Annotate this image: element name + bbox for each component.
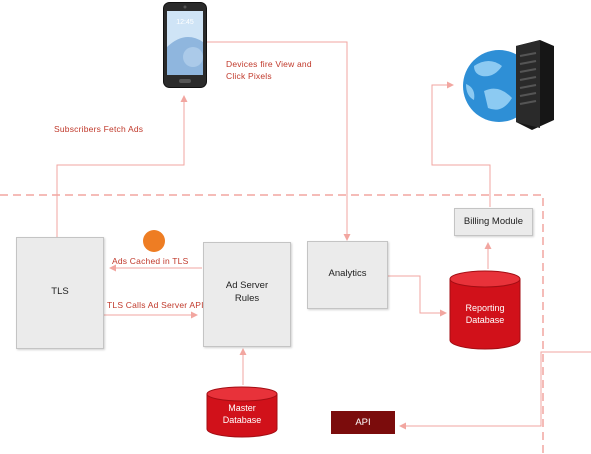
ads-cached-label: Ads Cached in TLS — [112, 256, 189, 266]
subscribers-label: Subscribers Fetch Ads — [54, 124, 144, 134]
api-node: API — [331, 411, 395, 434]
platform-boundary — [0, 194, 544, 454]
arrow-analytics-to-reporting — [387, 275, 447, 317]
billing-label: Billing Module — [463, 216, 524, 227]
ad-server-node: Ad Server Rules — [203, 242, 291, 347]
tls-calls-label: TLS Calls Ad Server API — [107, 300, 204, 310]
analytics-label: Analytics — [328, 268, 367, 279]
arrow-tls-to-phone — [56, 95, 188, 237]
ad-server-label: Ad Server Rules — [225, 280, 269, 304]
server-globe-icon — [463, 40, 554, 130]
database-cylinder-icon — [449, 270, 521, 350]
billing-node: Billing Module — [454, 208, 533, 236]
svg-text:12:45: 12:45 — [176, 19, 194, 26]
cache-dot-icon — [143, 230, 165, 252]
smartphone-icon: 12:45 — [163, 2, 207, 88]
analytics-node: Analytics — [307, 241, 388, 309]
master-database: Master Database — [206, 386, 278, 438]
reporting-database: Reporting Database — [449, 270, 521, 350]
devices-label: Devices fire View and Click Pixels — [226, 59, 312, 81]
tls-label: TLS — [51, 286, 69, 297]
database-cylinder-icon — [206, 386, 278, 438]
tls-node: TLS — [16, 237, 104, 349]
arrow-billing-to-server — [431, 81, 491, 207]
arrow-phone-to-analytics — [205, 41, 351, 241]
arrow-external-to-api — [399, 351, 591, 430]
